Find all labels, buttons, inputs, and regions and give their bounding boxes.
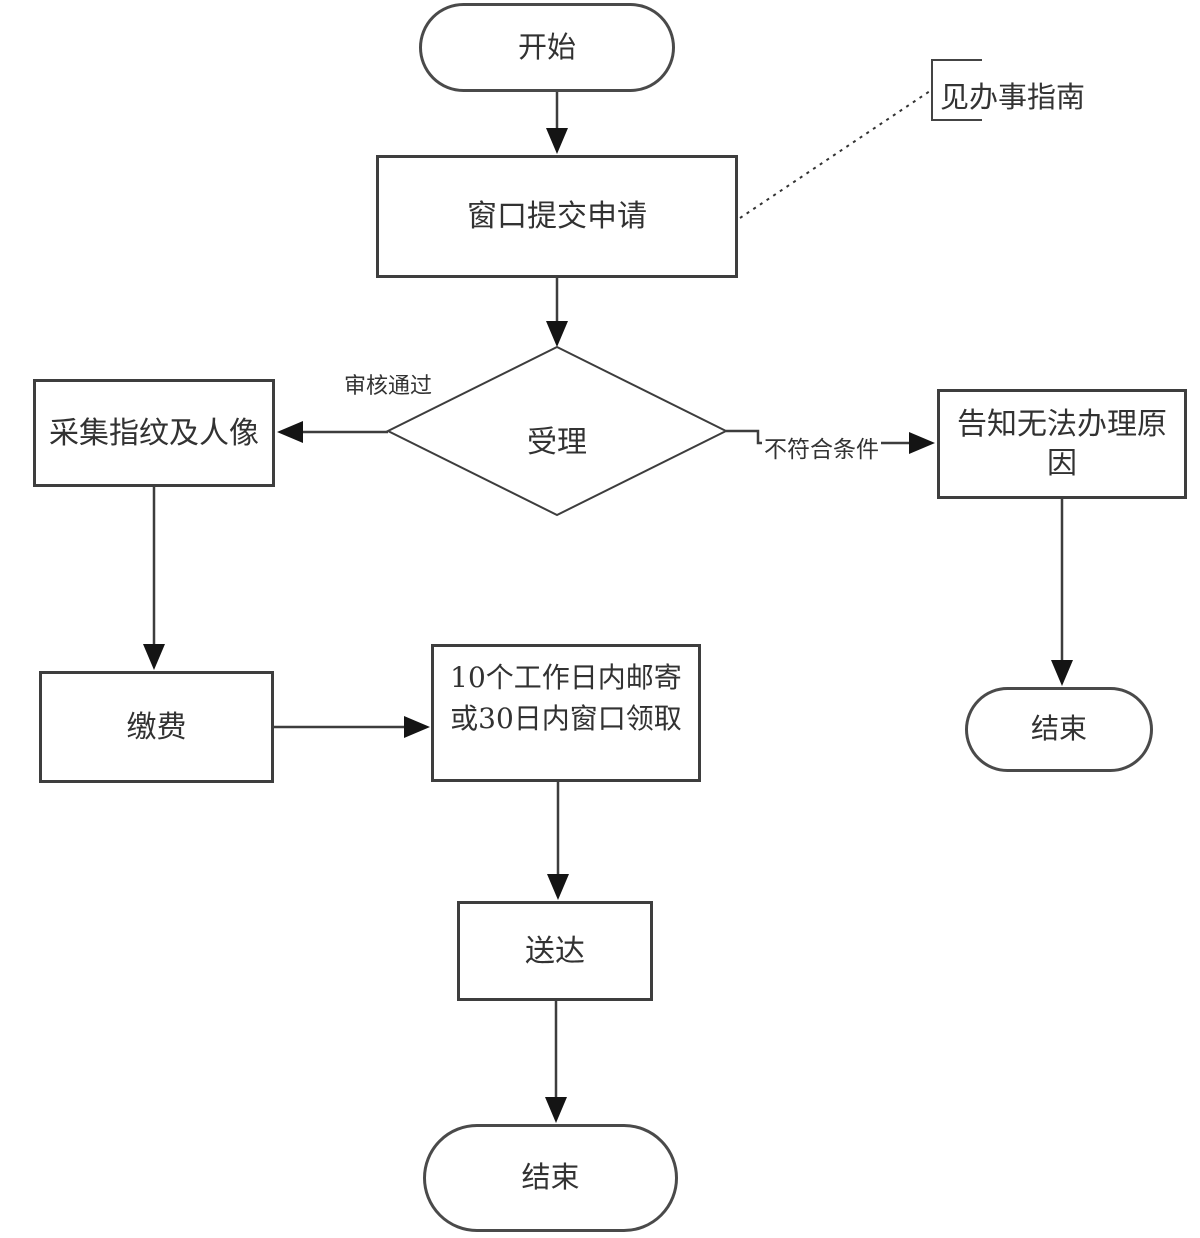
pay-box: 缴费	[39, 671, 274, 783]
edge-collect-pay	[143, 487, 165, 670]
delivery-method-line2: 或30日内窗口领取	[450, 702, 682, 735]
end-main-terminal: 结束	[423, 1124, 678, 1232]
delivery-method-line1: 10个工作日内邮寄	[450, 661, 682, 695]
arrowhead-down-icon	[546, 321, 568, 347]
delivery-method-box: 10个工作日内邮寄 或30日内窗口领取	[431, 644, 701, 782]
submit-application-box: 窗口提交申请	[376, 155, 738, 278]
end-right-label: 结束	[1030, 712, 1087, 746]
start-terminal: 开始	[419, 3, 675, 92]
deliver-box: 送达	[457, 901, 653, 1001]
notify-reason-box: 告知无法办理原 因	[937, 389, 1187, 499]
review-decision-label: 受理	[527, 425, 587, 460]
arrowhead-left-icon	[277, 421, 303, 443]
arrowhead-down-icon	[143, 644, 165, 670]
arrowhead-right-icon	[909, 432, 935, 454]
arrowhead-down-icon	[545, 1097, 567, 1123]
edge-deliver-end	[545, 1001, 567, 1123]
edge-submit-review	[546, 278, 568, 347]
edge-pay-delivery	[274, 716, 430, 738]
arrowhead-down-icon	[547, 874, 569, 900]
arrowhead-right-icon	[404, 716, 430, 738]
dotted-annotation-line	[739, 90, 931, 219]
collect-fingerprint-box: 采集指纹及人像	[33, 379, 275, 487]
guide-note-label: 见办事指南	[940, 80, 1086, 114]
submit-application-label: 窗口提交申请	[467, 199, 647, 234]
review-pass-edge-label: 审核通过	[344, 374, 433, 399]
review-diamond-shape	[385, 345, 729, 517]
collect-fingerprint-label: 采集指纹及人像	[49, 415, 259, 451]
edge-delivery-deliver	[547, 782, 569, 900]
note-bracket-icon	[931, 59, 982, 121]
notify-reason-line1: 告知无法办理原	[957, 407, 1167, 442]
notify-reason-line2: 因	[1047, 446, 1077, 481]
deliver-label: 送达	[525, 933, 585, 969]
end-right-terminal: 结束	[965, 687, 1153, 772]
arrowhead-down-icon	[546, 128, 568, 154]
arrowhead-down-icon	[1051, 660, 1073, 686]
edge-notify-end	[1051, 499, 1073, 686]
edge-start-submit	[546, 92, 568, 154]
pay-label: 缴费	[126, 709, 187, 745]
edge-review-collect	[277, 421, 388, 443]
review-fail-edge-label: 不符合条件	[762, 430, 881, 464]
start-label: 开始	[517, 29, 576, 64]
end-main-label: 结束	[521, 1160, 580, 1195]
